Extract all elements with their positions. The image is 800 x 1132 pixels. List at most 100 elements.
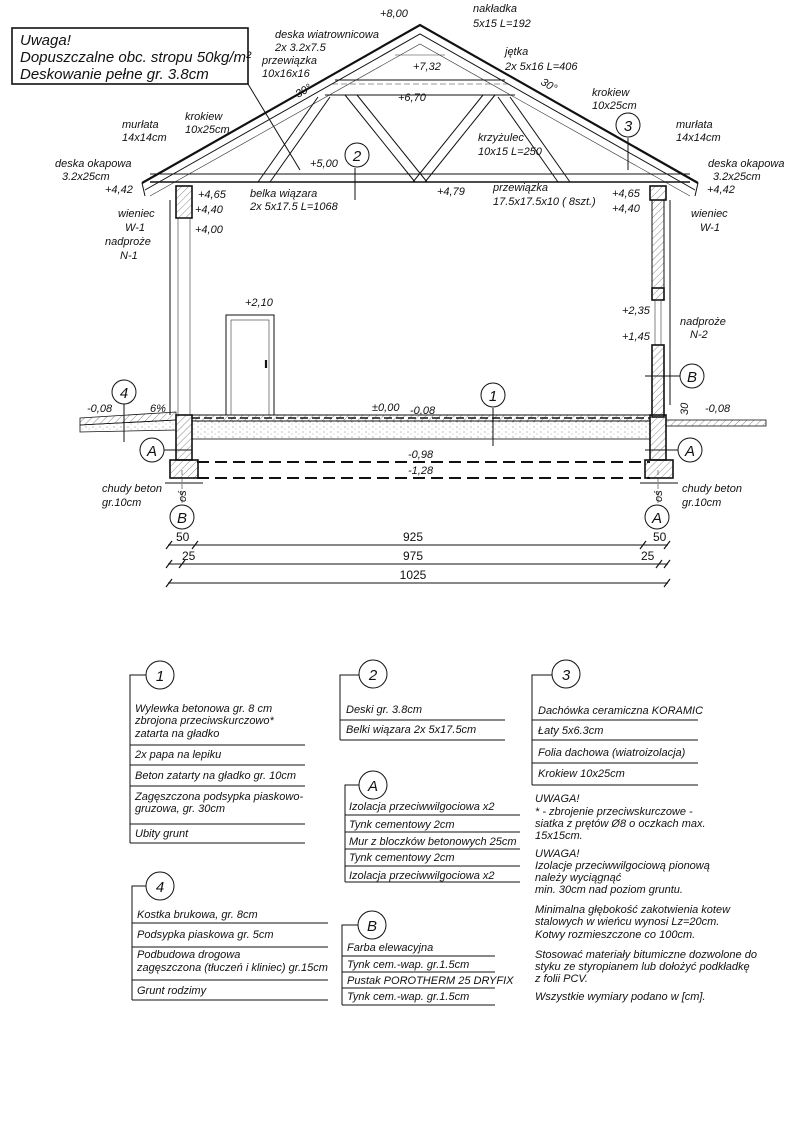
label-krokiew-left: krokiew — [185, 111, 223, 123]
note-line: * - zbrojenie przeciwskurczowe - — [535, 806, 693, 818]
marker-1: 1 — [489, 388, 497, 405]
label-murlata-right-size: 14x14cm — [676, 132, 721, 144]
legend-1-row: zbrojona przeciwskurczowo* — [134, 715, 274, 727]
elev-732: +7,32 — [413, 61, 441, 73]
note-line: Minimalna głębokość zakotwienia kotew — [535, 904, 731, 916]
note-line: Stosować materiały bitumiczne dozwolone … — [535, 949, 757, 961]
legend-2-id: 2 — [368, 667, 378, 684]
legend-1-id: 1 — [156, 668, 164, 685]
legend-B-id: B — [367, 918, 377, 935]
legend-3-row: Folia dachowa (wiatroizolacja) — [538, 747, 686, 759]
legend-1: 1 Wylewka betonowa gr. 8 cm zbrojona prz… — [129, 660, 305, 844]
marker-B-right: B — [687, 369, 697, 386]
elev-670: +6,70 — [398, 92, 427, 104]
elev-210: +2,10 — [245, 297, 274, 309]
elev-m008-floor: -0,08 — [410, 405, 436, 417]
label-przewiazka-top: przewiązka — [261, 55, 317, 67]
label-okap-left-size: 3.2x25cm — [62, 171, 110, 183]
elev-442-left: +4,42 — [105, 184, 133, 196]
legend-B-row: Farba elewacyjna — [347, 942, 433, 954]
label-murlata-right: murłata — [676, 119, 713, 131]
angle-left: 30° — [294, 82, 315, 101]
label-wieniec-right-id: W-1 — [700, 222, 720, 234]
legend-A-row: Tynk cementowy 2cm — [349, 819, 455, 831]
note-line: 15x15cm. — [535, 830, 583, 842]
label-chudy-right: chudy beton — [682, 483, 742, 495]
legend-1-row: Zagęszczona podsypka piaskowo- — [134, 791, 303, 803]
elev-440-right: +4,40 — [612, 203, 641, 215]
marker-4: 4 — [120, 385, 128, 402]
legend-2-row: Belki wiązara 2x 5x17.5cm — [346, 724, 476, 736]
axis-B: B — [177, 510, 187, 527]
note-load: Dopuszczalne obc. stropu 50kg/m² — [20, 49, 252, 66]
legend-3-id: 3 — [562, 667, 571, 684]
label-chudy-left: chudy beton — [102, 483, 162, 495]
note-line: styku ze styropianem lub dołożyć podkład… — [535, 961, 750, 973]
legend-1-row: 2x papa na lepiku — [134, 749, 221, 761]
label-przewiazka-top-size: 10x16x16 — [262, 68, 311, 80]
note-line: z folii PCV. — [534, 973, 588, 985]
legend-4-row: Podsypka piaskowa gr. 5cm — [137, 929, 274, 941]
note-line: Wszystkie wymiary podano w [cm]. — [535, 991, 706, 1003]
note-line: siatka z prętów Ø8 o oczkach max. — [535, 818, 706, 830]
legend-A-id: A — [367, 778, 378, 795]
legend-1-row: zatarta na gładko — [134, 728, 219, 740]
label-krokiew-right: krokiew — [592, 87, 630, 99]
label-belka-size: 2x 5x17.5 L=1068 — [249, 201, 339, 213]
label-przewiazka-bottom: przewiązka — [492, 182, 548, 194]
note-line: Kotwy rozmieszczone co 100cm. — [535, 929, 695, 941]
elev-440-left: +4,40 — [195, 204, 224, 216]
legend-B-row: Tynk cem.-wap. gr.1.5cm — [347, 991, 469, 1003]
axis-label-left: oś — [177, 490, 189, 502]
label-okap-right: deska okapowa — [708, 158, 784, 170]
legend-B-row: Tynk cem.-wap. gr.1.5cm — [347, 959, 469, 971]
label-wieniec-right: wieniec — [691, 208, 728, 220]
legend-3-row: Dachówka ceramiczna KORAMIC — [538, 705, 703, 717]
label-murlata-left-size: 14x14cm — [122, 132, 167, 144]
label-okap-left: deska okapowa — [55, 158, 131, 170]
elev-m128: -1,28 — [408, 465, 434, 477]
legend-A-row: Mur z bloczków betonowych 25cm — [349, 836, 517, 848]
angle-right: 30° — [539, 76, 560, 95]
label-jetka: jętka — [503, 46, 528, 58]
elev-479: +4,79 — [437, 186, 465, 198]
note-line: należy wyciągnąć — [535, 872, 622, 884]
walls — [169, 185, 671, 418]
label-przewiazka-bottom-size: 17.5x17.5x10 ( 8szt.) — [493, 196, 596, 208]
axis-A: A — [651, 510, 662, 527]
legend-2-row: Deski gr. 3.8cm — [346, 704, 422, 716]
legend-2: 2 Deski gr. 3.8cm Belki wiązara 2x 5x17.… — [339, 659, 505, 741]
note-line: Izolacje przeciwwilgociową pionową — [535, 860, 710, 872]
label-wieniec-left: wieniec — [118, 208, 155, 220]
legend-B-row: Pustak POROTHERM 25 DRYFIX — [347, 975, 514, 987]
floor-foundation — [79, 411, 767, 505]
elev-400: +4,00 — [195, 224, 224, 236]
note-boarding: Deskowanie pełne gr. 3.8cm — [20, 66, 209, 83]
dim-925: 925 — [403, 530, 423, 544]
label-murlata-left: murłata — [122, 119, 159, 131]
elev-m008-left: -0,08 — [87, 403, 113, 415]
label-nadproze-right: nadproże — [680, 316, 726, 328]
legend-4-row: Grunt rodzimy — [137, 985, 208, 997]
legend-A: A Izolacja przeciwwilgociowa x2 Tynk cem… — [344, 770, 520, 883]
legend-1-row: Beton zatarty na gładko gr. 10cm — [135, 770, 296, 782]
legend-3: 3 Dachówka ceramiczna KORAMIC Łaty 5x6.3… — [531, 659, 703, 786]
elev-000: ±0,00 — [372, 402, 400, 414]
label-krokiew-left-size: 10x25cm — [185, 124, 230, 136]
dimensions: 925 975 1025 50 50 25 25 — [165, 530, 671, 588]
legend-1-row: gruzowa, gr. 30cm — [135, 803, 225, 815]
legend-B: B Farba elewacyjna Tynk cem.-wap. gr.1.5… — [341, 910, 514, 1006]
elevation-marks: +8,00 +7,32 +6,70 +5,00 +4,79 +4,65 +4,4… — [87, 8, 735, 477]
label-belka: belka wiązara — [250, 188, 317, 200]
label-krzyzulec-size: 10x15 L=250 — [478, 146, 543, 158]
dim-1025: 1025 — [400, 568, 427, 582]
label-nadproze-left: nadproże — [105, 236, 151, 248]
legend-A-row: Izolacja przeciwwilgociowa x2 — [349, 870, 495, 882]
marker-2: 2 — [352, 148, 362, 165]
dim-25-right: 25 — [641, 549, 655, 563]
elev-465-right: +4,65 — [612, 188, 641, 200]
notes: UWAGA! * - zbrojenie przeciwskurczowe - … — [534, 793, 757, 1003]
height-30: 30 — [679, 402, 691, 415]
legend-3-row: Krokiew 10x25cm — [538, 768, 625, 780]
